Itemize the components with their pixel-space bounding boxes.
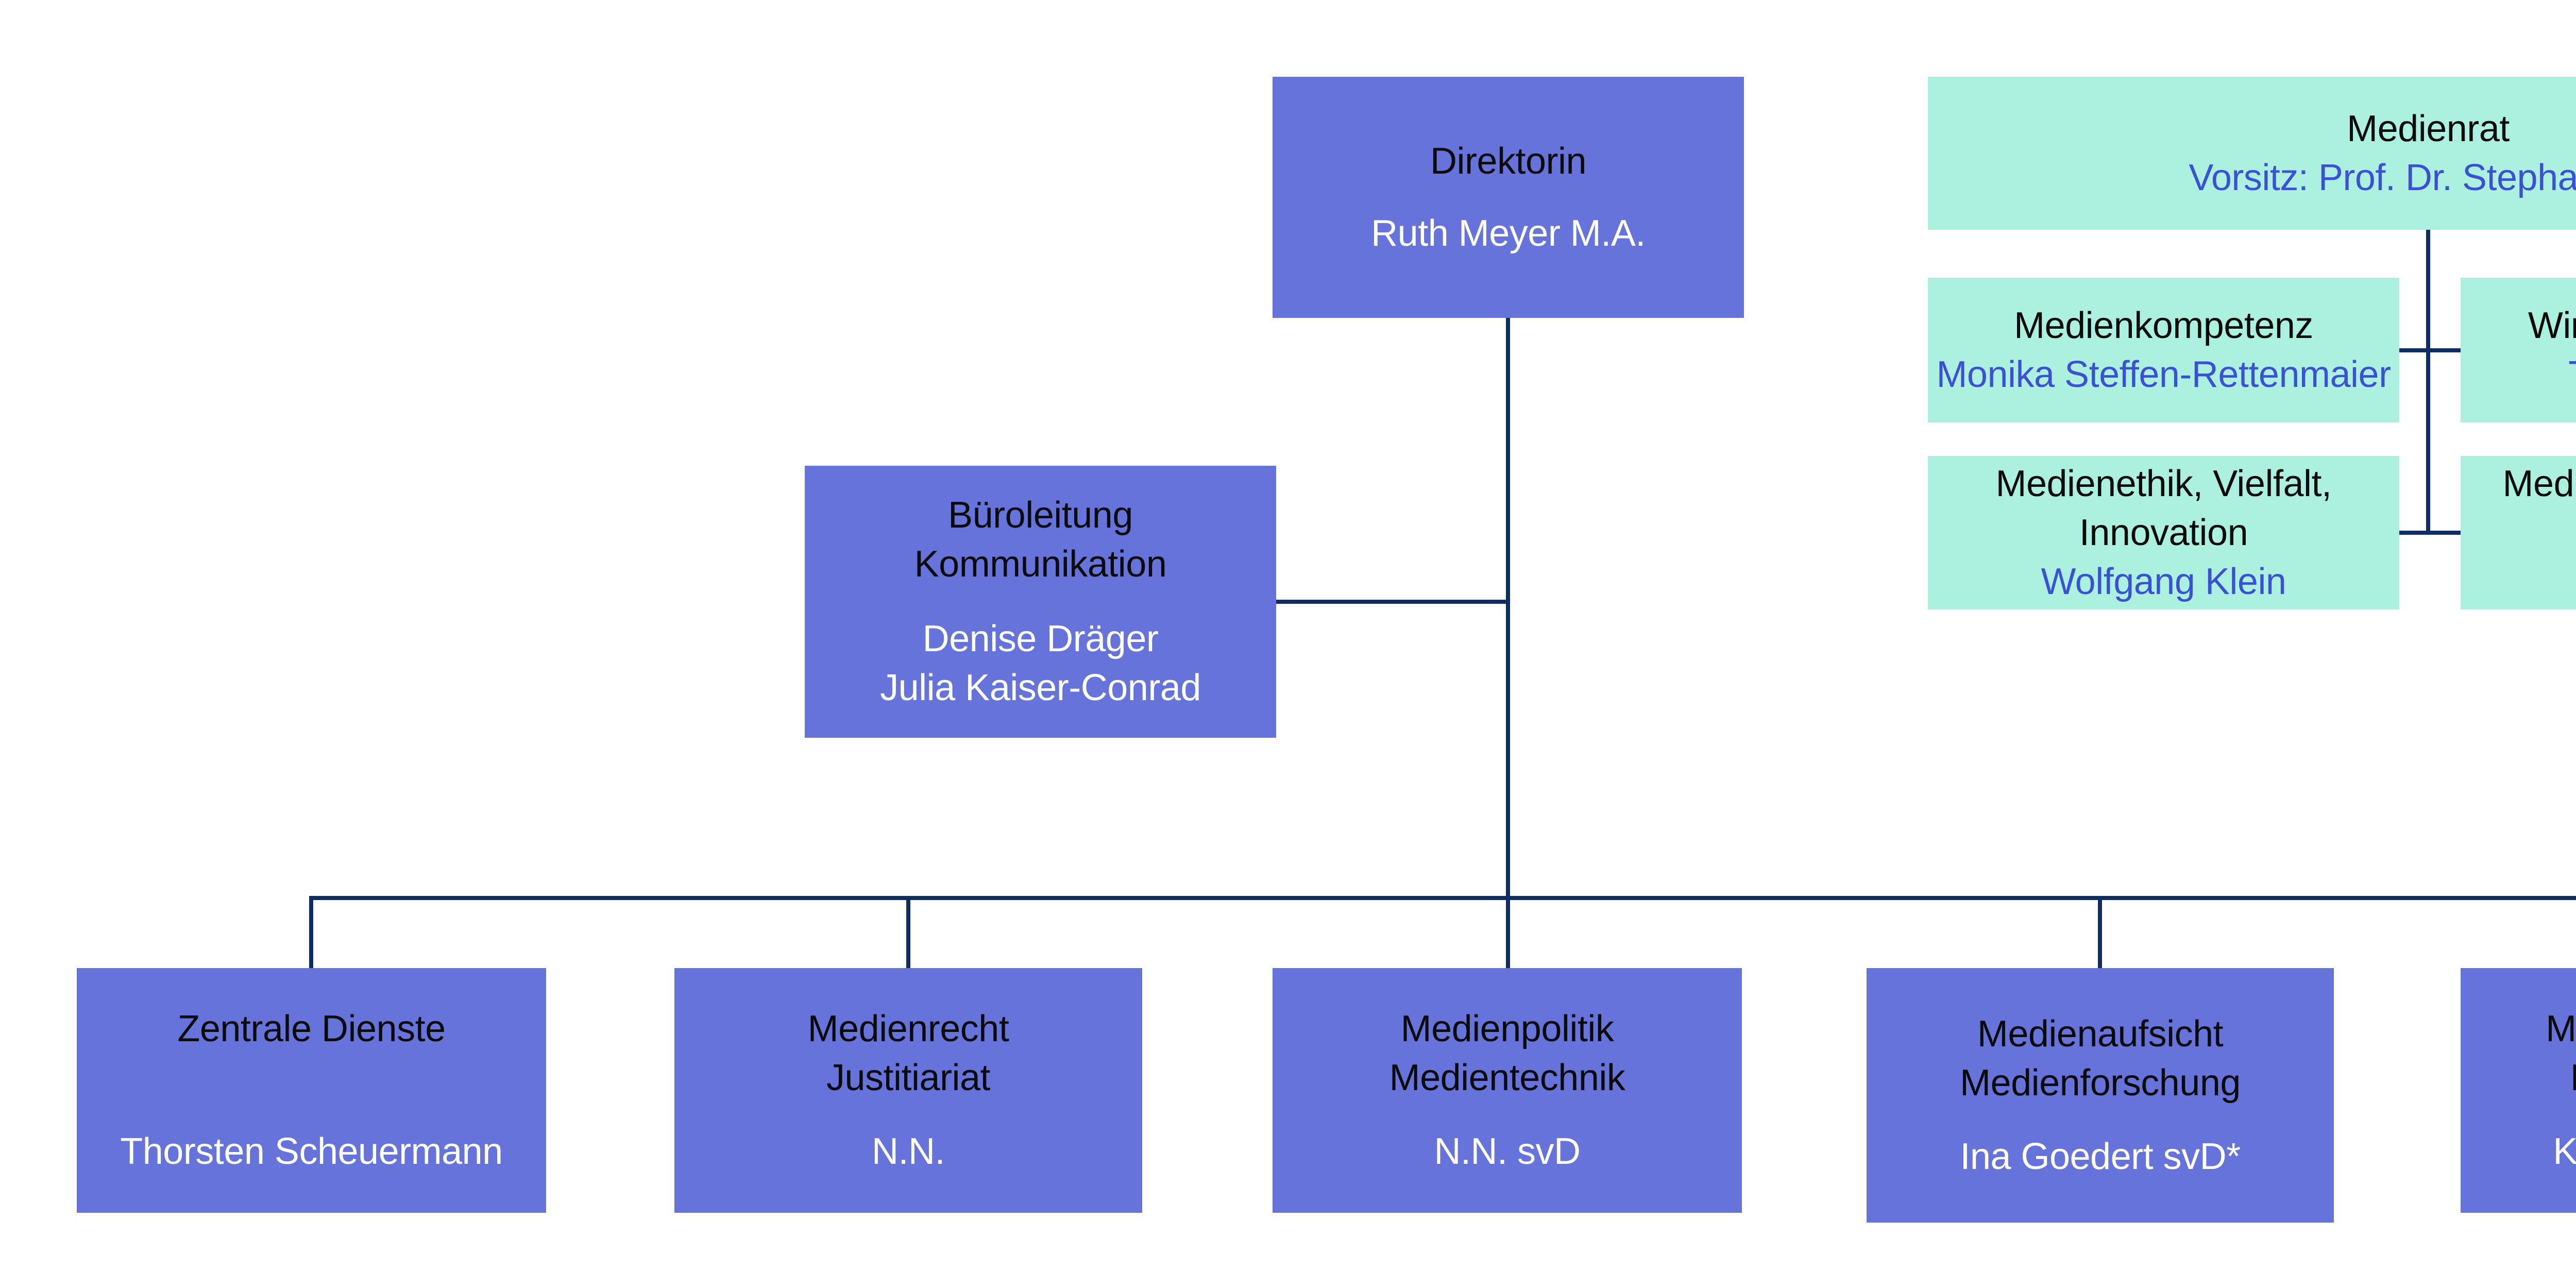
title-line: Medienprojekte (2546, 1054, 2576, 1103)
box-medienrat-medienkompetenz: Medienkompetenz Monika Steffen-Rettenmai… (1928, 278, 2399, 422)
box-medienrat-title: Medienrat (2347, 105, 2510, 154)
title-line: Medienrat (2347, 108, 2510, 149)
person-line: Karin Bickelmann (2553, 1131, 2576, 1172)
box-bueroleitung-person: Denise Dräger Julia Kaiser-Conrad (880, 615, 1201, 713)
box-direktorin: Direktorin Ruth Meyer M.A. (1273, 77, 1744, 318)
title-line: Medientechnik (1389, 1057, 1625, 1098)
connector-bottom-trunk (309, 896, 2576, 900)
person-line: Thorsten Scheuermann (120, 1131, 503, 1172)
box-medienrat-wirtschaft-finanzen: Wirtschaft, Finanzen Thomas Schulz (2461, 278, 2576, 422)
title-line: Büroleitung (948, 495, 1133, 536)
box-medienrat-medienschutz: Medienschutz, Aufsicht, Zulassung Claus … (2461, 456, 2576, 609)
box-medienrat-medienethik-title: Medienethik, Vielfalt, Innovation (1995, 460, 2332, 557)
box-medienrat-medienkompetenz-person: Monika Steffen-Rettenmaier (1936, 350, 2391, 399)
box-zentrale-dienste: Zentrale Dienste Thorsten Scheuermann (77, 968, 546, 1213)
connector-drop-medienrecht (906, 896, 910, 972)
title-line: Medienethik, Vielfalt, (1995, 463, 2332, 504)
person-line: N.N. svD (1434, 1131, 1581, 1172)
box-bueroleitung-kommunikation: Büroleitung Kommunikation Denise Dräger … (805, 466, 1276, 738)
box-bueroleitung-title: Büroleitung Kommunikation (914, 491, 1167, 589)
title-line: Zentrale Dienste (177, 1008, 446, 1049)
title-line: Medienforschung (1960, 1062, 2241, 1104)
box-zentrale-dienste-title: Zentrale Dienste (177, 1005, 446, 1103)
box-medienrat: Medienrat Vorsitz: Prof. Dr. Stephan Ory (1928, 77, 2576, 230)
box-medienrat-medienkompetenz-title: Medienkompetenz (2014, 301, 2313, 350)
box-medienpolitik-title: Medienpolitik Medientechnik (1389, 1005, 1625, 1103)
person-line: Julia Kaiser-Conrad (880, 667, 1201, 708)
title-line: Medienaufsicht (1977, 1013, 2224, 1055)
box-medienrat-wirtschaft-finanzen-person: Thomas Schulz (2568, 350, 2576, 399)
box-medienpolitik-person: N.N. svD (1434, 1127, 1581, 1176)
person-line: N.N. (872, 1131, 945, 1172)
person-line: Ruth Meyer M.A. (1371, 212, 1646, 254)
box-medienrat-medienschutz-title: Medienschutz, Aufsicht, Zulassung (2503, 460, 2576, 557)
title-line: Justitiariat (826, 1057, 991, 1098)
box-medienrecht-title: Medienrecht Justitiariat (808, 1005, 1009, 1103)
box-medienrat-wirtschaft-finanzen-title: Wirtschaft, Finanzen (2528, 301, 2576, 350)
box-medienkompetenz-projekte-person: Karin Bickelmann (2553, 1127, 2576, 1176)
box-medienrat-person: Vorsitz: Prof. Dr. Stephan Ory (2189, 154, 2576, 202)
title-line: Direktorin (1430, 140, 1587, 182)
box-medienpolitik-medientechnik: Medienpolitik Medientechnik N.N. svD (1273, 968, 1742, 1213)
person-line: Monika Steffen-Rettenmaier (1936, 353, 2391, 395)
connector-medienrat-stub-row1 (2399, 348, 2461, 352)
person-line: Ina Goedert svD* (1960, 1136, 2241, 1177)
connector-medienrat-vertical (2426, 230, 2430, 535)
title-line: Medienrecht (807, 1008, 1009, 1049)
box-medienkompetenz-projekte-title: Medienkompetenz Medienprojekte (2546, 1005, 2576, 1103)
box-medienrat-medienethik: Medienethik, Vielfalt, Innovation Wolfga… (1928, 456, 2399, 609)
connector-medienrat-stub-row2 (2399, 531, 2461, 535)
box-medienrat-medienethik-person: Wolfgang Klein (2041, 557, 2286, 606)
box-medienaufsicht-person: Ina Goedert svD* (1960, 1132, 2241, 1181)
connector-drop-medienaufsicht (2098, 896, 2102, 972)
connector-direktorin-vertical (1506, 318, 1510, 970)
box-medienaufsicht-title: Medienaufsicht Medienforschung (1960, 1010, 2241, 1108)
box-medienrecht-person: N.N. (872, 1127, 945, 1176)
title-line: Medienschutz, Aufsicht, (2502, 463, 2576, 504)
person-line: Thomas Schulz (2568, 350, 2576, 399)
title-line: Kommunikation (914, 544, 1167, 585)
title-line: Medienpolitik (1400, 1008, 1614, 1049)
person-line: Wolfgang Klein (2041, 561, 2286, 602)
box-medienrecht-justitiariat: Medienrecht Justitiariat N.N. (674, 968, 1142, 1213)
box-medienkompetenz-medienprojekte: Medienkompetenz Medienprojekte Karin Bic… (2461, 968, 2576, 1213)
person-line: Denise Dräger (922, 618, 1159, 659)
box-direktorin-person: Ruth Meyer M.A. (1371, 209, 1646, 258)
box-direktorin-title: Direktorin (1430, 137, 1587, 186)
connector-bueroleitung-horizontal (1276, 600, 1510, 604)
title-line: Zulassung (2503, 509, 2576, 557)
title-line: Medienkompetenz (2546, 1008, 2576, 1049)
person-line: Vorsitz: Prof. Dr. Stephan Ory (2189, 157, 2576, 198)
title-line: Medienkompetenz (2014, 304, 2313, 346)
box-medienaufsicht-medienforschung: Medienaufsicht Medienforschung Ina Goede… (1867, 968, 2334, 1223)
title-line: Wirtschaft, Finanzen (2528, 304, 2576, 346)
box-zentrale-dienste-person: Thorsten Scheuermann (120, 1127, 503, 1176)
connector-drop-zentrale-dienste (309, 896, 313, 972)
title-line: Innovation (2079, 512, 2248, 553)
